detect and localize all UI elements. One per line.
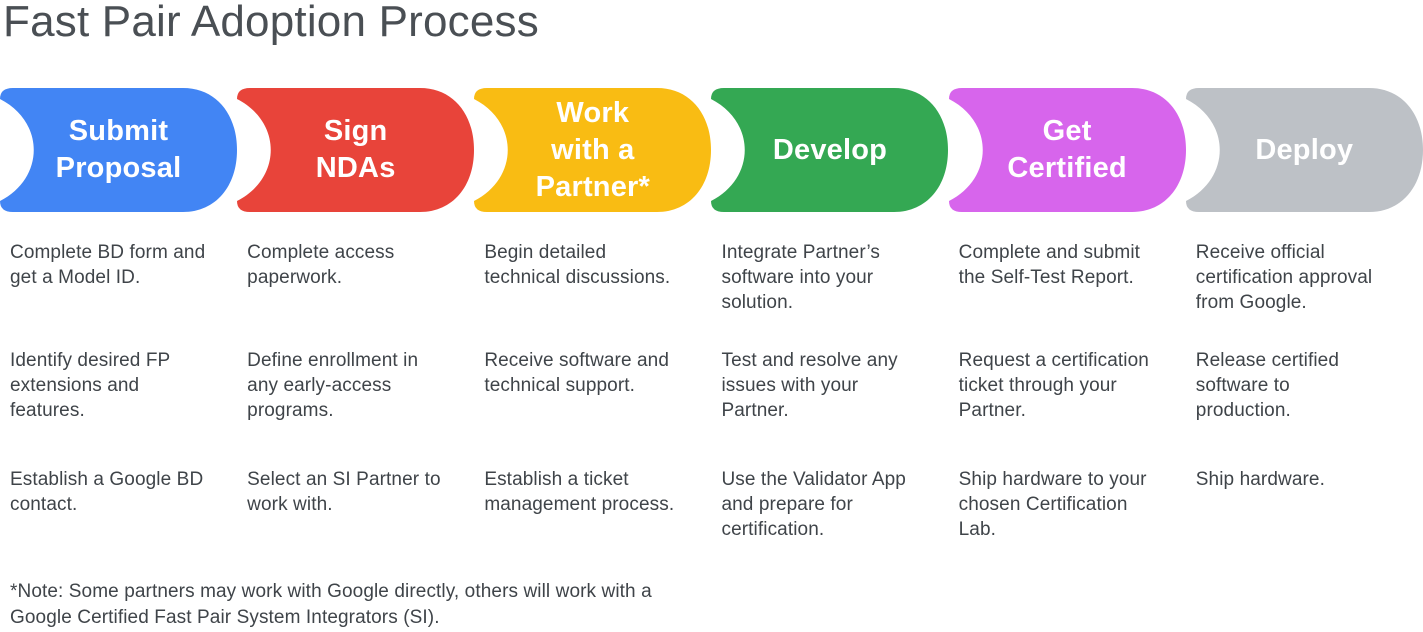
stage-label: Work with a Partner*	[535, 96, 651, 203]
stage-task-list: Complete and submit the Self-Test Report…	[949, 240, 1186, 542]
stage-label: Submit Proposal	[55, 115, 182, 184]
stage-task-list: Receive official certification approval …	[1186, 240, 1423, 492]
stage-task: Establish a ticket management process.	[484, 469, 675, 515]
page-title: Fast Pair Adoption Process	[3, 0, 539, 46]
stage-task: Ship hardware to your chosen Certificati…	[958, 469, 1147, 540]
stage-task: Define enrollment in any early-access pr…	[247, 350, 419, 421]
stage-task: Complete and submit the Self-Test Report…	[958, 242, 1141, 288]
stage-task: Request a certification ticket through y…	[958, 350, 1149, 421]
stage-column: Work with a Partner* Begin detailed tech…	[474, 88, 712, 542]
stage-task: Receive software and technical support.	[484, 350, 670, 396]
stage-shape-path	[0, 88, 237, 212]
stage-ribbon-icon	[0, 88, 237, 212]
footnote: *Note: Some partners may work with Googl…	[10, 581, 652, 628]
stage-column: Submit Proposal Complete BD form and get…	[0, 88, 237, 542]
stage-task-list: Complete BD form and get a Model ID. Ide…	[0, 240, 237, 517]
stage-shape-path	[1185, 88, 1423, 212]
stage-ribbon-icon	[948, 88, 1186, 212]
stage-label: Deploy	[1255, 133, 1354, 166]
stage-shape: Submit Proposal	[0, 88, 237, 212]
stage-ribbon-icon	[1185, 88, 1423, 212]
stage-column: Get Certified Complete and submit the Se…	[948, 88, 1186, 542]
stage-task: Integrate Partner’s software into your s…	[721, 242, 881, 313]
stage-task-list: Begin detailed technical discussions. Re…	[474, 240, 711, 517]
stage-ribbon-icon	[474, 88, 712, 212]
stage-shape: Deploy	[1185, 88, 1423, 212]
stage-task: Complete access paperwork.	[247, 242, 395, 288]
stage-task: Use the Validator App and prepare for ce…	[721, 469, 906, 540]
stage-task: Release certified software to production…	[1195, 350, 1339, 421]
stage-shape-path	[237, 88, 475, 212]
stage-shape: Sign NDAs	[237, 88, 475, 212]
stage-column: Sign NDAs Complete access paperwork. Def…	[237, 88, 475, 542]
stage-ribbon-icon	[711, 88, 949, 212]
stage-task: Complete BD form and get a Model ID.	[10, 242, 206, 288]
stage-shape-path	[711, 88, 949, 212]
stage-column: Deploy Receive official certification ap…	[1185, 88, 1423, 542]
stage-task-list: Integrate Partner’s software into your s…	[711, 240, 948, 542]
stage-shape: Develop	[711, 88, 949, 212]
stage-ribbon-icon	[237, 88, 475, 212]
stage-shape-path	[948, 88, 1186, 212]
stage-shape: Get Certified	[948, 88, 1186, 212]
stage-task-list: Complete access paperwork. Define enroll…	[237, 240, 474, 517]
stages-row: Submit Proposal Complete BD form and get…	[0, 88, 1423, 542]
stage-column: Develop Integrate Partner’s software int…	[711, 88, 949, 542]
stage-shape-path	[474, 88, 712, 212]
stage-task: Begin detailed technical discussions.	[484, 242, 671, 288]
stage-task: Select an SI Partner to work with.	[247, 469, 441, 515]
stage-task: Ship hardware.	[1195, 469, 1325, 490]
stage-shape: Work with a Partner*	[474, 88, 712, 212]
stage-task: Receive official certification approval …	[1195, 242, 1373, 313]
stage-label: Get Certified	[1007, 115, 1127, 184]
stage-task: Test and resolve any issues with your Pa…	[721, 350, 898, 421]
stage-label: Sign NDAs	[315, 115, 396, 184]
stage-task: Identify desired FP extensions and featu…	[10, 350, 171, 421]
stage-label: Develop	[772, 133, 888, 166]
stage-task: Establish a Google BD contact.	[10, 469, 204, 515]
